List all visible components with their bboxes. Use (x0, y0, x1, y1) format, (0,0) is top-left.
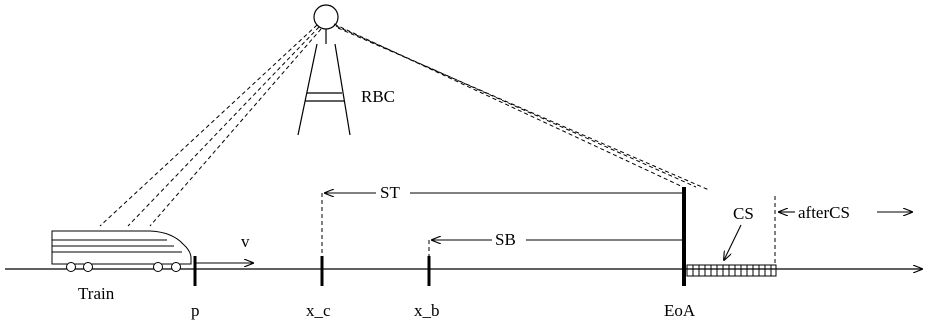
x-c-label: x_c (306, 301, 331, 320)
train-icon (51, 230, 192, 272)
st-label: ST (380, 183, 400, 202)
cs-region (686, 264, 777, 277)
cs-pointer-arrow (724, 224, 742, 260)
tower-left-leg (297, 43, 318, 136)
position-p-label: p (191, 301, 200, 320)
rbc-label: RBC (361, 87, 395, 106)
eoa-label: EoA (664, 301, 696, 320)
radio-link-eoa (333, 23, 710, 191)
radio-link-train (99, 24, 322, 227)
train-label: Train (78, 284, 115, 303)
after-cs-label: afterCS (798, 203, 850, 222)
radio-tower-icon (297, 4, 351, 136)
cs-label: CS (733, 204, 754, 223)
rbc-antenna (313, 4, 339, 30)
velocity-label: v (241, 232, 250, 251)
x-b-label: x_b (414, 301, 440, 320)
tower-right-leg (334, 43, 351, 136)
sb-label: SB (495, 230, 516, 249)
